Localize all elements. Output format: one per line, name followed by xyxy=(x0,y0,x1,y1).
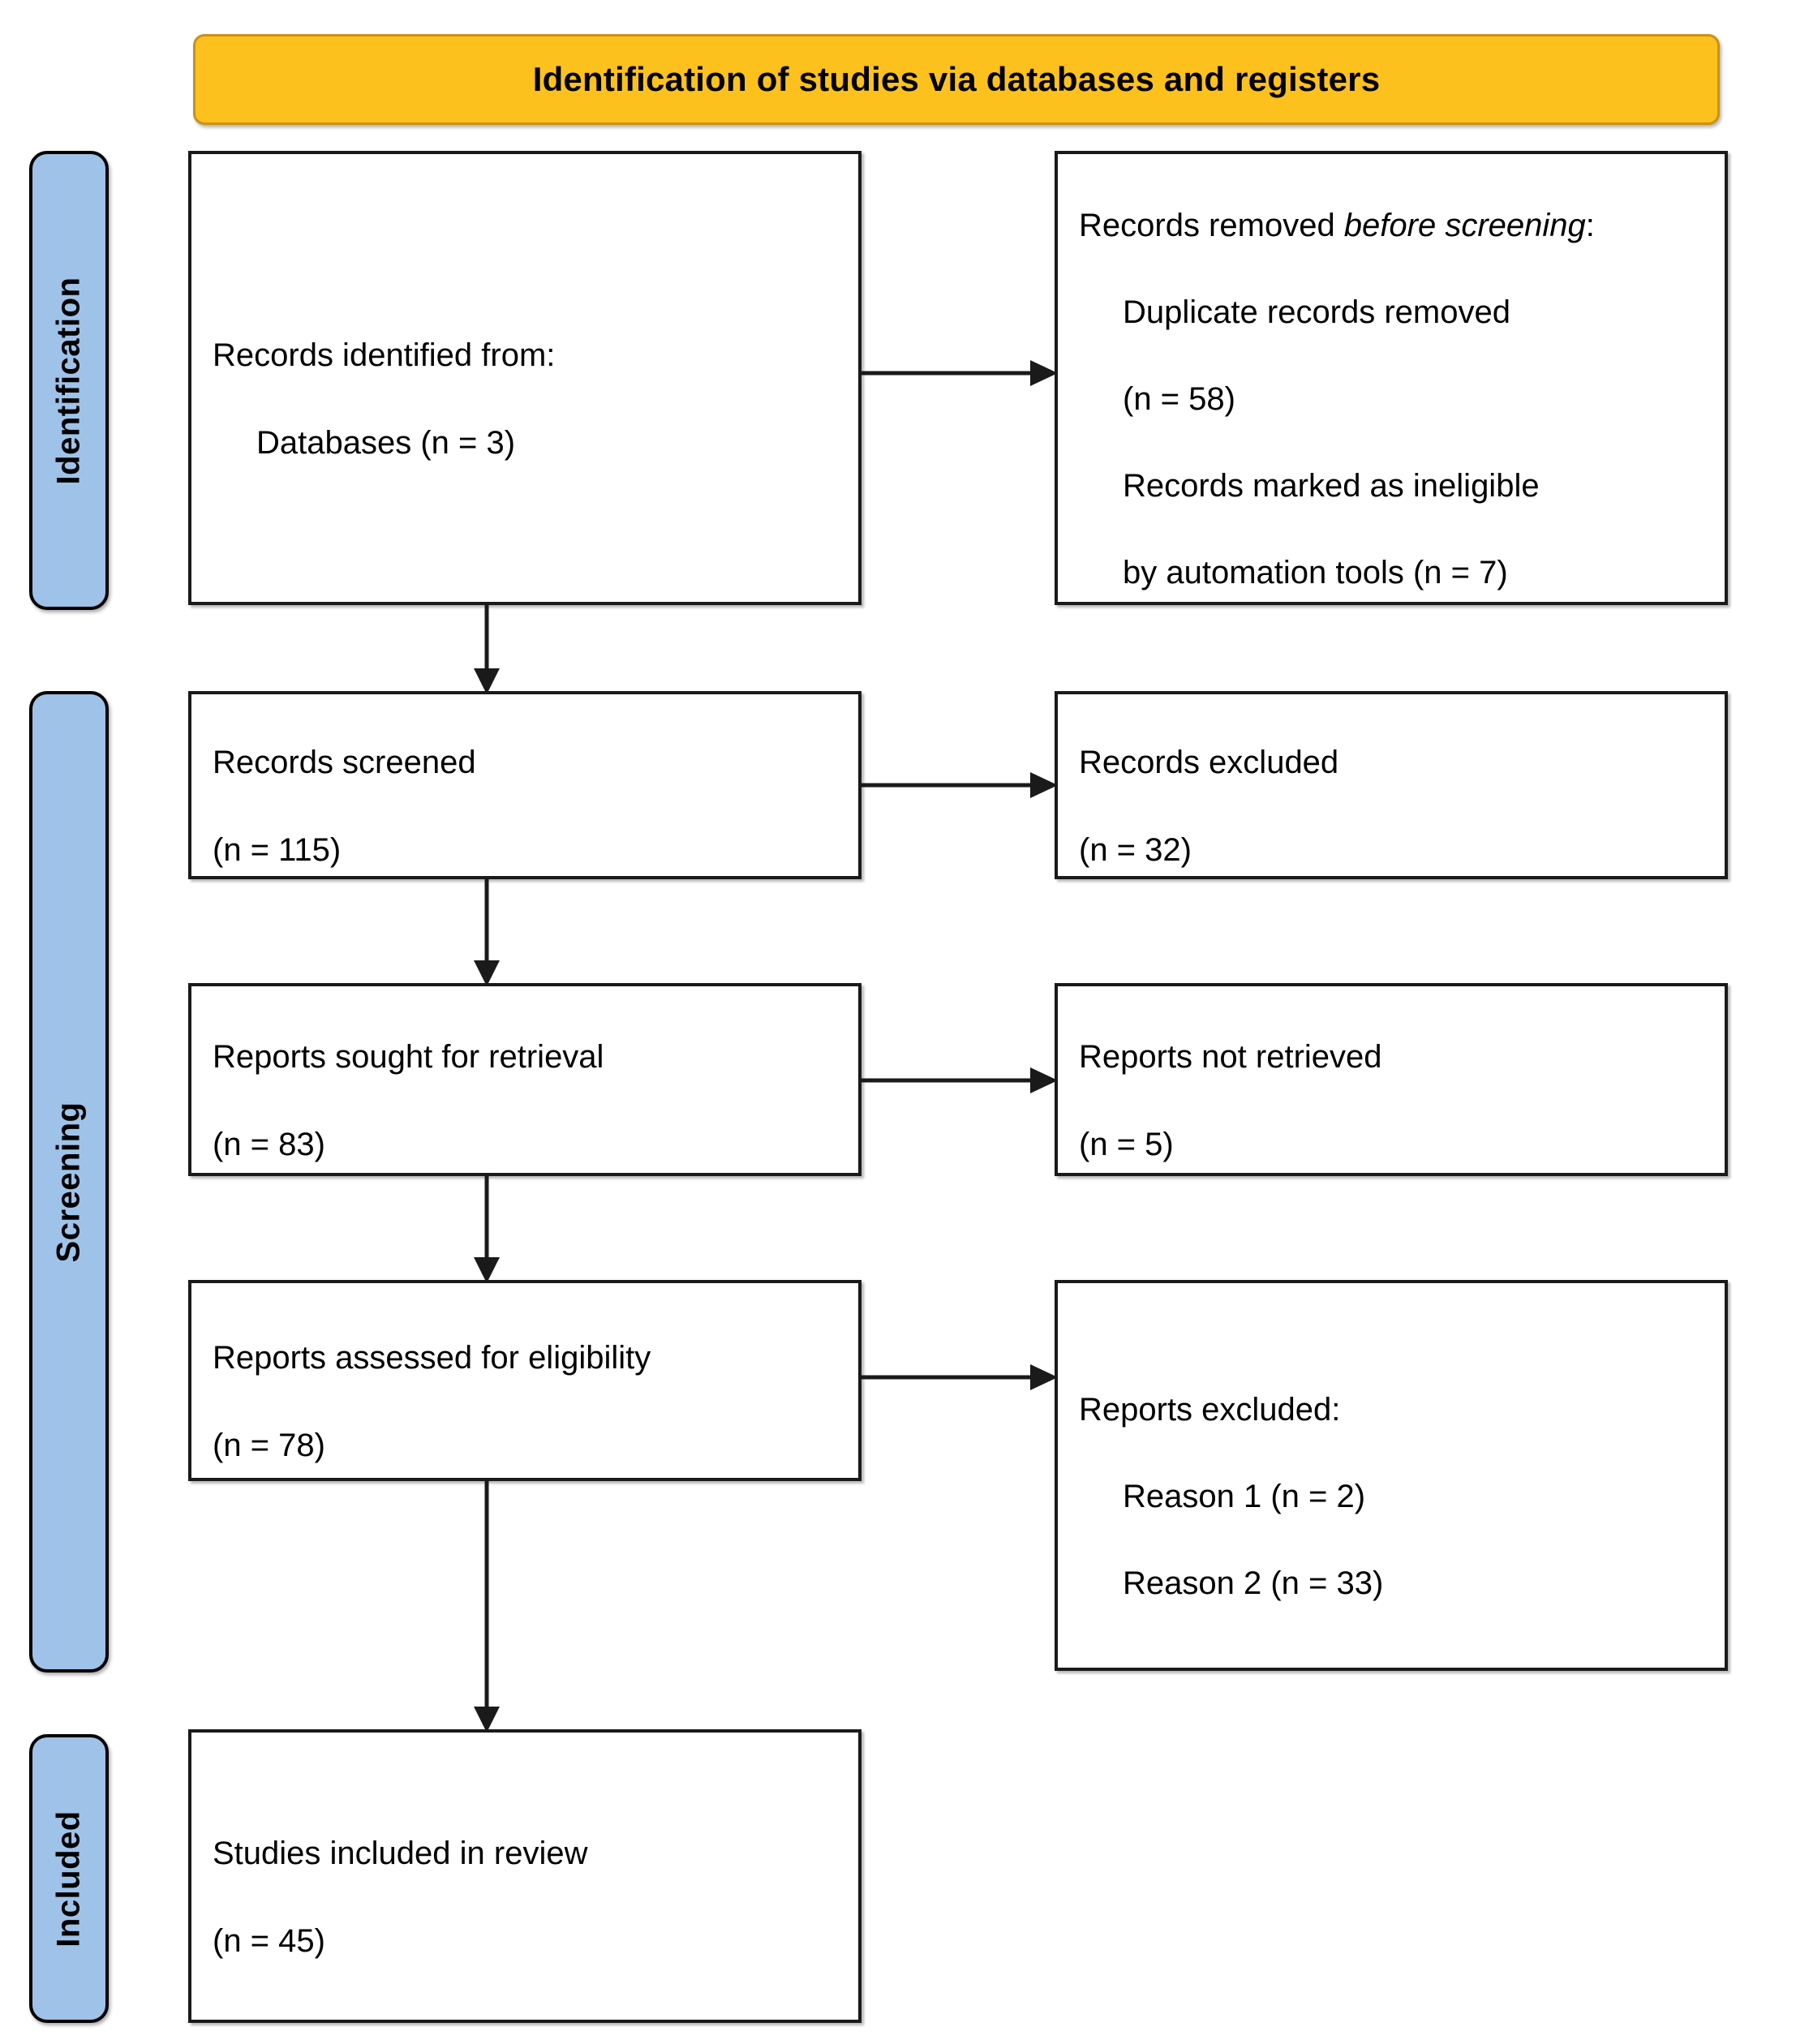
box-reports-not-retrieved-text: Reports not retrieved (n = 5) xyxy=(1058,993,1403,1166)
diagram-title-banner: Identification of studies via databases … xyxy=(193,34,1720,125)
box-records-screened-text: Records screened (n = 115) xyxy=(191,698,497,872)
box-reports-assessed: Reports assessed for eligibility (n = 78… xyxy=(188,1280,861,1481)
records-identified-line1: Records identified from: xyxy=(213,337,556,374)
arrow-assessed-to-included xyxy=(470,1481,503,1733)
studies-included-line1: Studies included in review xyxy=(213,1836,588,1872)
box-records-excluded: Records excluded (n = 32) xyxy=(1055,691,1728,879)
arrow-sought-to-assessed xyxy=(470,1176,503,1283)
records-removed-item1a: Duplicate records removed xyxy=(1123,294,1510,330)
stage-label-identification: Identification xyxy=(29,151,109,610)
diagram-title-text: Identification of studies via databases … xyxy=(532,59,1381,98)
records-removed-item2a: Records marked as ineligible xyxy=(1123,468,1540,505)
reports-sought-line2: (n = 83) xyxy=(213,1126,325,1162)
records-removed-lead-colon: : xyxy=(1585,207,1595,243)
records-screened-line2: (n = 115) xyxy=(213,831,342,868)
box-studies-included-text: Studies included in review (n = 45) xyxy=(191,1789,608,1963)
records-excluded-line1: Records excluded xyxy=(1079,745,1339,781)
arrow-screened-to-sought xyxy=(470,879,503,986)
box-reports-excluded-text: Reports excluded: Reason 1 (n = 2) Reaso… xyxy=(1058,1345,1404,1606)
arrow-sought-to-not-retrieved xyxy=(861,1064,1058,1097)
stage-label-included: Included xyxy=(29,1734,109,2023)
records-screened-line1: Records screened xyxy=(213,745,476,781)
box-records-removed-before-screening: Records removed before screening: Duplic… xyxy=(1055,151,1728,605)
box-studies-included: Studies included in review (n = 45) xyxy=(188,1729,861,2023)
stage-label-screening-text: Screening xyxy=(50,1101,87,1262)
box-records-removed-text: Records removed before screening: Duplic… xyxy=(1058,161,1616,595)
reports-sought-line1: Reports sought for retrieval xyxy=(213,1039,604,1076)
reports-assessed-line1: Reports assessed for eligibility xyxy=(213,1340,651,1376)
box-reports-sought-text: Reports sought for retrieval (n = 83) xyxy=(191,993,625,1166)
reports-not-retrieved-line2: (n = 5) xyxy=(1079,1126,1174,1162)
studies-included-line2: (n = 45) xyxy=(213,1922,325,1959)
stage-label-included-text: Included xyxy=(50,1810,87,1947)
arrow-identified-to-removed xyxy=(861,357,1058,389)
box-reports-assessed-text: Reports assessed for eligibility (n = 78… xyxy=(191,1294,672,1467)
stage-label-identification-text: Identification xyxy=(50,277,87,484)
box-records-excluded-text: Records excluded (n = 32) xyxy=(1058,698,1360,872)
reports-excluded-line1: Reports excluded: xyxy=(1079,1391,1341,1428)
box-records-screened: Records screened (n = 115) xyxy=(188,691,861,879)
box-reports-sought: Reports sought for retrieval (n = 83) xyxy=(188,983,861,1176)
records-removed-item2b: by automation tools (n = 7) xyxy=(1123,555,1508,591)
records-removed-lead-plain: Records removed xyxy=(1079,207,1344,243)
box-reports-not-retrieved: Reports not retrieved (n = 5) xyxy=(1055,983,1728,1176)
reports-excluded-reason2: Reason 2 (n = 33) xyxy=(1123,1565,1384,1602)
reports-not-retrieved-line1: Reports not retrieved xyxy=(1079,1039,1382,1076)
records-excluded-line2: (n = 32) xyxy=(1079,831,1192,868)
arrow-identified-to-screened xyxy=(470,605,503,694)
arrow-assessed-to-reports-excluded xyxy=(861,1361,1058,1393)
arrow-screened-to-records-excluded xyxy=(861,769,1058,801)
reports-excluded-reason1: Reason 1 (n = 2) xyxy=(1123,1479,1366,1514)
records-identified-line2: Databases (n = 3) xyxy=(256,424,516,461)
records-removed-lead-italic: before screening xyxy=(1343,207,1586,243)
records-removed-item1b: (n = 58) xyxy=(1123,381,1235,417)
box-reports-excluded: Reports excluded: Reason 1 (n = 2) Reaso… xyxy=(1055,1280,1728,1671)
stage-label-screening: Screening xyxy=(29,691,109,1673)
reports-assessed-line2: (n = 78) xyxy=(213,1427,325,1463)
box-records-identified: Records identified from: Databases (n = … xyxy=(188,151,861,605)
box-records-identified-text: Records identified from: Databases (n = … xyxy=(191,291,576,465)
